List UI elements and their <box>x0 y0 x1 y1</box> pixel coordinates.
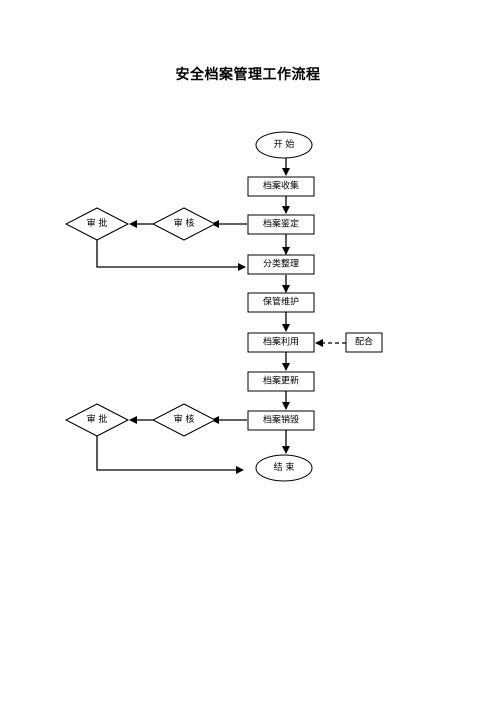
label-classify: 分类整理 <box>263 258 299 270</box>
label-start: 开 始 <box>274 138 295 150</box>
label-collect: 档案收集 <box>263 180 299 192</box>
node-collect <box>247 176 315 197</box>
page-title: 安全档案管理工作流程 <box>175 67 321 83</box>
label-review1: 审 核 <box>174 217 195 229</box>
node-end <box>255 454 313 482</box>
label-cooperate: 配合 <box>355 336 373 348</box>
label-destroy: 档案销毁 <box>263 414 299 426</box>
arrow-approve1-classify <box>96 240 246 271</box>
label-update: 档案更新 <box>263 375 299 387</box>
node-approve1 <box>64 207 130 241</box>
node-approve2 <box>64 403 130 437</box>
label-maintain: 保管维护 <box>263 296 299 308</box>
node-review2 <box>151 403 217 437</box>
node-appraise <box>247 214 315 235</box>
node-start <box>255 131 313 159</box>
node-review1 <box>151 207 217 241</box>
label-end: 结 束 <box>274 461 295 473</box>
label-appraise: 档案鉴定 <box>263 218 299 230</box>
node-cooperate <box>345 332 383 353</box>
label-use: 档案利用 <box>263 336 299 348</box>
label-approve1: 审 批 <box>87 217 108 229</box>
node-destroy <box>247 410 315 431</box>
arrow-approve2-end <box>96 436 244 474</box>
node-classify <box>247 254 315 275</box>
label-review2: 审 核 <box>174 413 195 425</box>
node-use <box>247 332 315 353</box>
label-approve2: 审 批 <box>87 413 108 425</box>
node-update <box>247 371 315 392</box>
node-maintain <box>247 292 315 313</box>
